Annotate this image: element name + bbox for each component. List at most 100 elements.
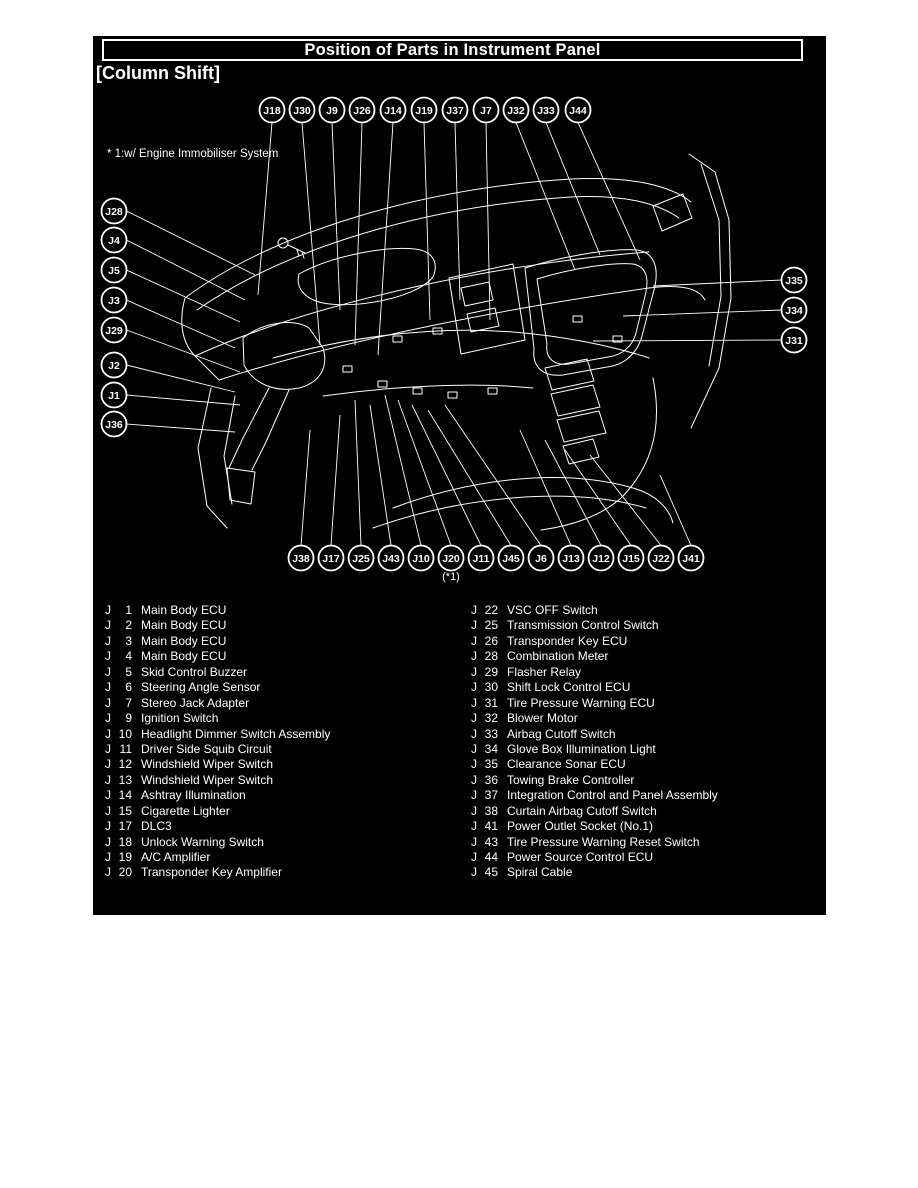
legend-prefix: J <box>105 603 111 617</box>
callout-j37: J37 <box>441 96 469 301</box>
legend-name: Airbag Cutoff Switch <box>507 726 616 741</box>
legend-prefix: J <box>471 788 477 803</box>
legend-prefix: J <box>105 865 111 880</box>
legend-name: Ignition Switch <box>141 711 219 726</box>
callout-j19: J19 <box>410 96 438 321</box>
legend-prefix: J <box>105 788 111 803</box>
callout-label: J20 <box>442 553 460 565</box>
callout-label: J3 <box>108 295 120 307</box>
callout-j43: J43 <box>369 404 405 572</box>
legend-name: Power Source Control ECU <box>507 850 654 864</box>
legend-prefix: J <box>471 803 477 818</box>
legend-number: 37 <box>484 788 498 803</box>
legend-prefix: J <box>105 772 111 787</box>
legend-prefix: J <box>105 741 111 756</box>
legend-number: 5 <box>125 664 132 679</box>
legend-number: 26 <box>484 633 498 648</box>
callout-label: J5 <box>108 265 120 277</box>
legend-name: Main Body ECU <box>141 633 227 648</box>
legend-prefix: J <box>471 757 477 772</box>
legend-name: VSC OFF Switch <box>507 603 598 617</box>
callout-label: J17 <box>322 553 340 565</box>
callout-label: J34 <box>785 305 803 317</box>
legend-name: Windshield Wiper Switch <box>141 772 274 787</box>
legend-prefix: J <box>105 680 111 695</box>
legend-prefix: J <box>471 649 477 664</box>
callout-label: J36 <box>105 419 123 431</box>
legend-number: 20 <box>118 865 132 880</box>
legend-prefix: J <box>471 695 477 710</box>
legend-prefix: J <box>105 695 111 710</box>
legend-name: Windshield Wiper Switch <box>141 757 274 772</box>
legend-number: 14 <box>118 788 132 803</box>
legend-number: 1 <box>125 603 132 617</box>
callout-label: J33 <box>537 105 555 117</box>
callout-label: J18 <box>263 105 281 117</box>
footnote-asterisk-1: (*1) <box>442 571 460 583</box>
immobiliser-note: * 1:w/ Engine Immobiliser System <box>107 148 279 160</box>
callout-label: J29 <box>105 325 123 337</box>
legend-prefix: J <box>105 649 111 664</box>
legend-name: Main Body ECU <box>141 618 227 633</box>
legend-number: 34 <box>484 741 498 756</box>
callout-j13: J13 <box>519 429 585 572</box>
callout-label: J38 <box>292 553 310 565</box>
legend-name: Power Outlet Socket (No.1) <box>507 819 654 834</box>
callout-j5: J5 <box>100 256 241 323</box>
legend-number: 9 <box>125 711 132 726</box>
legend-name: Skid Control Buzzer <box>141 664 248 679</box>
callout-j29: J29 <box>100 316 241 373</box>
legend-name: Curtain Airbag Cutoff Switch <box>507 803 657 818</box>
legend-item-j43: J 43 Tire Pressure Warning Reset Switch <box>471 835 718 850</box>
legend-name: Steering Angle Sensor <box>141 680 261 695</box>
legend-prefix: J <box>105 633 111 648</box>
legend-name: Spiral Cable <box>507 865 573 880</box>
legend-prefix: J <box>471 834 477 849</box>
diagram-panel: Position of Parts in Instrument Panel [C… <box>93 36 826 915</box>
callout-j28: J28 <box>100 197 256 276</box>
legend-name: Tire Pressure Warning ECU <box>507 695 655 710</box>
callout-label: J26 <box>353 105 371 117</box>
legend-name: Tire Pressure Warning Reset Switch <box>507 834 700 849</box>
legend-number: 43 <box>484 834 498 849</box>
legend-prefix: J <box>471 741 477 756</box>
callout-label: J43 <box>382 553 400 565</box>
legend-number: 25 <box>484 618 498 633</box>
legend-number: 17 <box>118 819 132 834</box>
callout-j44: J44 <box>564 96 641 261</box>
callout-j22: J22 <box>589 454 675 572</box>
legend-number: 3 <box>125 633 132 648</box>
legend-number: 29 <box>484 664 498 679</box>
legend-number: 22 <box>484 603 498 617</box>
legend-name: Stereo Jack Adapter <box>141 695 250 710</box>
legend-name: Shift Lock Control ECU <box>507 680 631 695</box>
callout-label: J31 <box>785 335 803 347</box>
callout-j7: J7 <box>472 96 500 321</box>
legend-prefix: J <box>471 603 477 617</box>
legend-number: 6 <box>125 680 132 695</box>
legend-name: Clearance Sonar ECU <box>507 757 626 772</box>
callout-label: J25 <box>352 553 370 565</box>
legend-name: A/C Amplifier <box>141 850 211 864</box>
legend-prefix: J <box>105 711 111 726</box>
callout-j34: J34 <box>622 296 808 324</box>
legend-name: Driver Side Squib Circuit <box>141 741 272 756</box>
callout-j6: J6 <box>444 404 555 572</box>
legend-number: 7 <box>125 695 132 710</box>
callout-j25: J25 <box>347 399 375 572</box>
callout-j38: J38 <box>287 429 315 572</box>
